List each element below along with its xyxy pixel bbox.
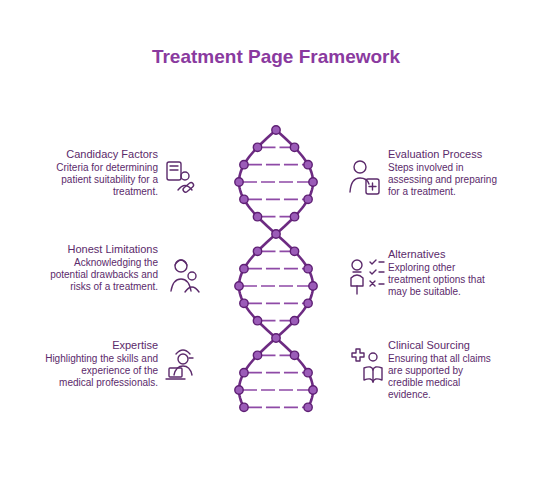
helix-dot xyxy=(253,316,261,324)
helix-dot xyxy=(240,403,248,411)
helix-dot xyxy=(304,299,312,307)
helix-rung xyxy=(243,285,309,287)
helix-rung xyxy=(262,216,291,218)
helix-dot xyxy=(235,178,243,186)
helix-strand xyxy=(239,130,313,408)
helix-dot xyxy=(309,386,317,394)
helix-rung xyxy=(262,251,291,253)
limitations-icon xyxy=(171,260,199,292)
helix-rung xyxy=(243,181,309,183)
helix-rung xyxy=(262,355,291,357)
helix-strand xyxy=(239,130,313,408)
helix-rung xyxy=(248,268,304,270)
helix-dot xyxy=(240,160,248,168)
helix-dot xyxy=(240,299,248,307)
helix-rung xyxy=(243,389,309,391)
section-heading: Expertise xyxy=(45,339,158,352)
section-description: Exploring other treatment options that m… xyxy=(388,262,500,298)
helix-rung xyxy=(248,303,304,305)
helix-dot xyxy=(309,282,317,290)
helix-dot xyxy=(290,212,298,220)
helix-dot xyxy=(253,247,261,255)
section-heading: Honest Limitations xyxy=(45,243,158,256)
section-description: Highlighting the skills and experience o… xyxy=(45,353,158,389)
section-heading: Alternatives xyxy=(388,248,500,261)
helix-dot xyxy=(235,386,243,394)
helix-dot xyxy=(253,143,261,151)
helix-dot xyxy=(304,368,312,376)
section-description: Acknowledging the potential drawbacks an… xyxy=(45,257,158,293)
alternatives-icon xyxy=(351,260,384,294)
helix-rung xyxy=(248,407,304,409)
helix-dot xyxy=(304,160,312,168)
section-description: Criteria for determining patient suitabi… xyxy=(45,162,158,198)
section-description: Ensuring that all claims are supported b… xyxy=(388,353,500,401)
sourcing-icon xyxy=(352,349,382,382)
helix-dot xyxy=(272,126,280,134)
section-description: Steps involved in assessing and preparin… xyxy=(388,162,500,198)
diagram-title: Treatment Page Framework xyxy=(0,46,552,68)
helix-dot xyxy=(240,264,248,272)
helix-rung xyxy=(248,372,304,374)
helix-dot xyxy=(290,143,298,151)
helix-dot xyxy=(253,351,261,359)
helix-dot xyxy=(304,195,312,203)
evaluation-icon xyxy=(350,161,379,194)
helix-dot xyxy=(272,334,280,342)
helix-dot xyxy=(309,178,317,186)
helix-rung xyxy=(248,199,304,201)
dna-helix xyxy=(235,126,317,412)
section-heading: Evaluation Process xyxy=(388,148,500,161)
helix-dot xyxy=(253,212,261,220)
helix-dot xyxy=(290,247,298,255)
section-heading: Clinical Sourcing xyxy=(388,339,500,352)
helix-dot xyxy=(304,403,312,411)
helix-rung xyxy=(248,164,304,166)
helix-dot xyxy=(290,316,298,324)
expertise-icon xyxy=(166,350,193,379)
helix-dot xyxy=(304,264,312,272)
candidacy-icon xyxy=(167,162,195,193)
helix-dot xyxy=(240,368,248,376)
helix-dot xyxy=(240,195,248,203)
section-heading: Candidacy Factors xyxy=(45,148,158,161)
helix-rung xyxy=(262,320,291,322)
helix-dot xyxy=(272,230,280,238)
helix-dot xyxy=(290,351,298,359)
helix-rung xyxy=(262,147,291,149)
helix-dot xyxy=(235,282,243,290)
